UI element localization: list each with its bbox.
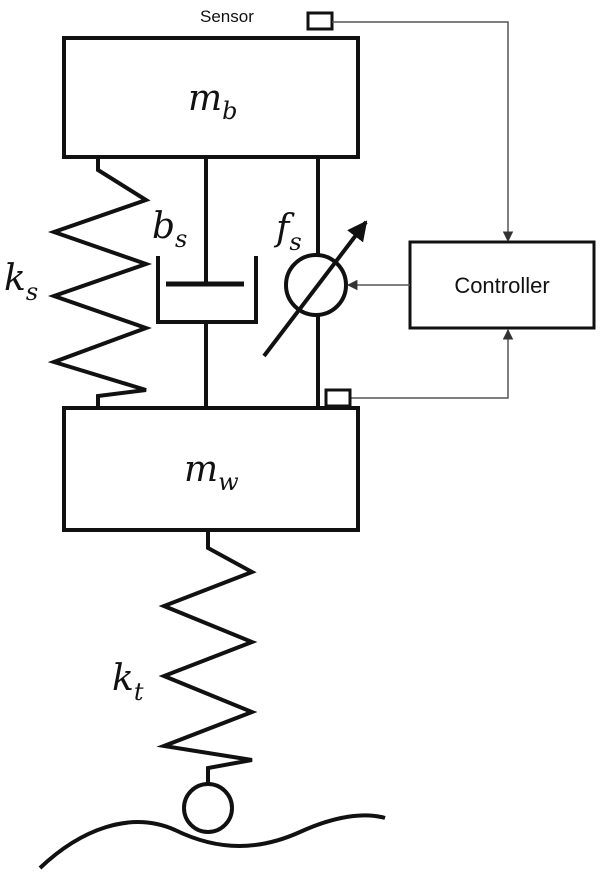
variable-arrow: [262, 220, 368, 358]
suspension-spring-label: ks: [4, 258, 38, 306]
actuator-label: fs: [273, 208, 302, 256]
actuator: [262, 157, 368, 408]
wheel-mass-block: [62, 406, 360, 532]
body-mass-label: mb: [188, 78, 238, 125]
wheel-mass-label: mw: [184, 449, 239, 496]
tire-spring-label: kt: [112, 658, 144, 706]
damper-label: bs: [152, 206, 187, 253]
top-sensor: [306, 11, 334, 31]
bottom-sensor-signal: [350, 328, 514, 399]
wheel: [182, 782, 234, 834]
suspension-spring: [47, 157, 153, 408]
sensor-label: Sensor: [200, 7, 254, 26]
road-surface: [38, 813, 386, 870]
bottom-sensor: [324, 388, 352, 408]
controller-label: Controller: [454, 273, 549, 298]
tire-spring: [156, 530, 258, 786]
controller-block: [408, 240, 596, 330]
body-mass-block: [62, 36, 360, 159]
top-sensor-signal: [332, 21, 514, 243]
damper: [156, 157, 258, 408]
